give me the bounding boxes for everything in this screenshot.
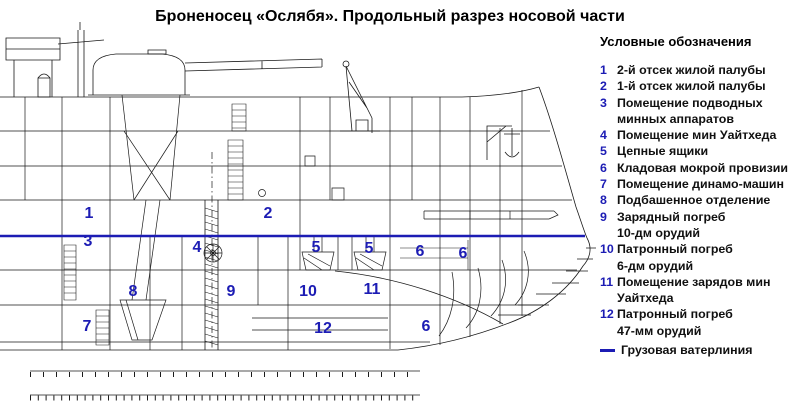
legend-item-label: Зарядный погреб 10-дм орудий <box>617 209 726 240</box>
legend-item-label: Патронный погреб 47-мм орудий <box>617 307 733 338</box>
provision-shelves <box>400 240 469 270</box>
legend-item-number: 11 <box>600 274 614 289</box>
legend-item-label: Цепные ящики <box>617 144 709 159</box>
legend-item: 5 Цепные ящики <box>600 143 796 159</box>
legend-item-label: 2-й отсек жилой палубы <box>617 63 766 77</box>
legend-list: 1 2-й отсек жилой палубы 2 1-й отсек жилой … <box>600 62 796 339</box>
legend-item: 3 Помещение подводных минных аппаратов <box>600 95 796 128</box>
legend-item-label: Кладовая мокрой провизии <box>617 160 788 175</box>
legend-item-number: 9 <box>600 209 607 224</box>
legend-item-number: 1 <box>600 63 607 77</box>
legend-item-label: Помещение мин Уайтхеда <box>617 128 777 143</box>
legend: Условные обозначения 1 2-й отсек жилой па… <box>600 34 796 358</box>
barbette-hoist <box>119 94 181 341</box>
legend-item-label: Помещение динамо-машин <box>617 177 785 192</box>
water-hatching <box>498 247 596 316</box>
legend-item: 4 Помещение мин Уайтхеда <box>600 127 796 143</box>
legend-item-number: 12 <box>600 307 614 322</box>
legend-item-label: Помещение подводных минных аппаратов <box>617 95 763 126</box>
boat-crane <box>340 60 380 133</box>
legend-item: 9 Зарядный погреб 10-дм орудий <box>600 209 796 242</box>
legend-waterline-item: Грузовая ватерлиния <box>600 342 796 358</box>
legend-item-number: 6 <box>600 160 607 175</box>
legend-item-label: Патронный погреб 6-дм орудий <box>617 242 733 273</box>
ammo-trunk <box>204 200 219 350</box>
legend-item-label: 1-й отсек жилой палубы <box>617 79 766 94</box>
legend-item: 7 Помещение динамо-машин <box>600 176 796 192</box>
scale-ruler <box>30 370 420 401</box>
legend-item-number: 4 <box>600 128 607 143</box>
legend-item-number: 5 <box>600 144 607 159</box>
frames-bulkheads <box>24 90 529 350</box>
legend-item: 2 1-й отсек жилой палубы <box>600 78 796 94</box>
legend-item-number: 7 <box>600 177 607 192</box>
legend-title: Условные обозначения <box>600 34 752 49</box>
legend-item-number: 8 <box>600 193 607 208</box>
legend-item: 1 2-й отсек жилой палубы <box>600 62 796 78</box>
chain-lockers <box>301 236 387 271</box>
legend-item: 6 Кладовая мокрой провизии <box>600 160 796 176</box>
capstan <box>203 152 223 348</box>
gun-turret <box>88 49 190 96</box>
bridge-structure <box>5 37 61 98</box>
legend-waterline-label: Грузовая ватерлиния <box>621 343 753 358</box>
page-title: Броненосец «Ослябя». Продольный разрез н… <box>155 8 625 25</box>
anchor-davit <box>486 125 520 160</box>
ladders-hatches <box>63 103 247 346</box>
torpedo-spar <box>423 210 559 220</box>
legend-item-label: Помещение зарядов мин Уайтхеда <box>617 274 771 306</box>
deck-fittings <box>258 155 345 201</box>
hull-outline <box>0 86 591 351</box>
gun-barrel <box>184 58 323 72</box>
legend-item: 8 Подбашенное отделение <box>600 192 796 208</box>
waterline-swatch <box>600 348 615 352</box>
legend-item-number: 3 <box>600 95 607 110</box>
deck-lines <box>0 130 577 343</box>
legend-item-number: 10 <box>600 242 614 257</box>
legend-item-label: Подбашенное отделение <box>617 193 771 208</box>
legend-item-number: 2 <box>600 79 607 94</box>
foremast <box>57 22 105 97</box>
